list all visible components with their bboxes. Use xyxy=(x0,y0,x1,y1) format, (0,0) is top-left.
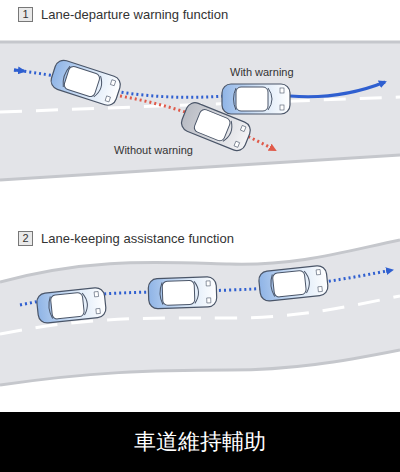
blue-dotted-start xyxy=(14,70,24,71)
blue-solid-arrow xyxy=(290,82,385,97)
curved-road xyxy=(0,240,400,385)
section-heading: 2 Lane-keeping assistance function xyxy=(18,231,234,246)
car xyxy=(222,84,290,114)
caption-text: 車道維持輔助 xyxy=(134,427,266,457)
car xyxy=(36,287,107,324)
car xyxy=(258,265,329,302)
section-heading: 1 Lane-departure warning function xyxy=(18,7,228,22)
heading-text: Lane-keeping assistance function xyxy=(41,231,234,246)
callout-number: 2 xyxy=(18,231,33,246)
car xyxy=(148,277,217,309)
heading-text: Lane-departure warning function xyxy=(41,7,228,22)
path-label: With warning xyxy=(228,66,296,78)
car xyxy=(49,58,123,108)
callout-number: 1 xyxy=(18,7,33,22)
path-label: Without warning xyxy=(112,144,195,156)
straight-road xyxy=(0,42,400,180)
